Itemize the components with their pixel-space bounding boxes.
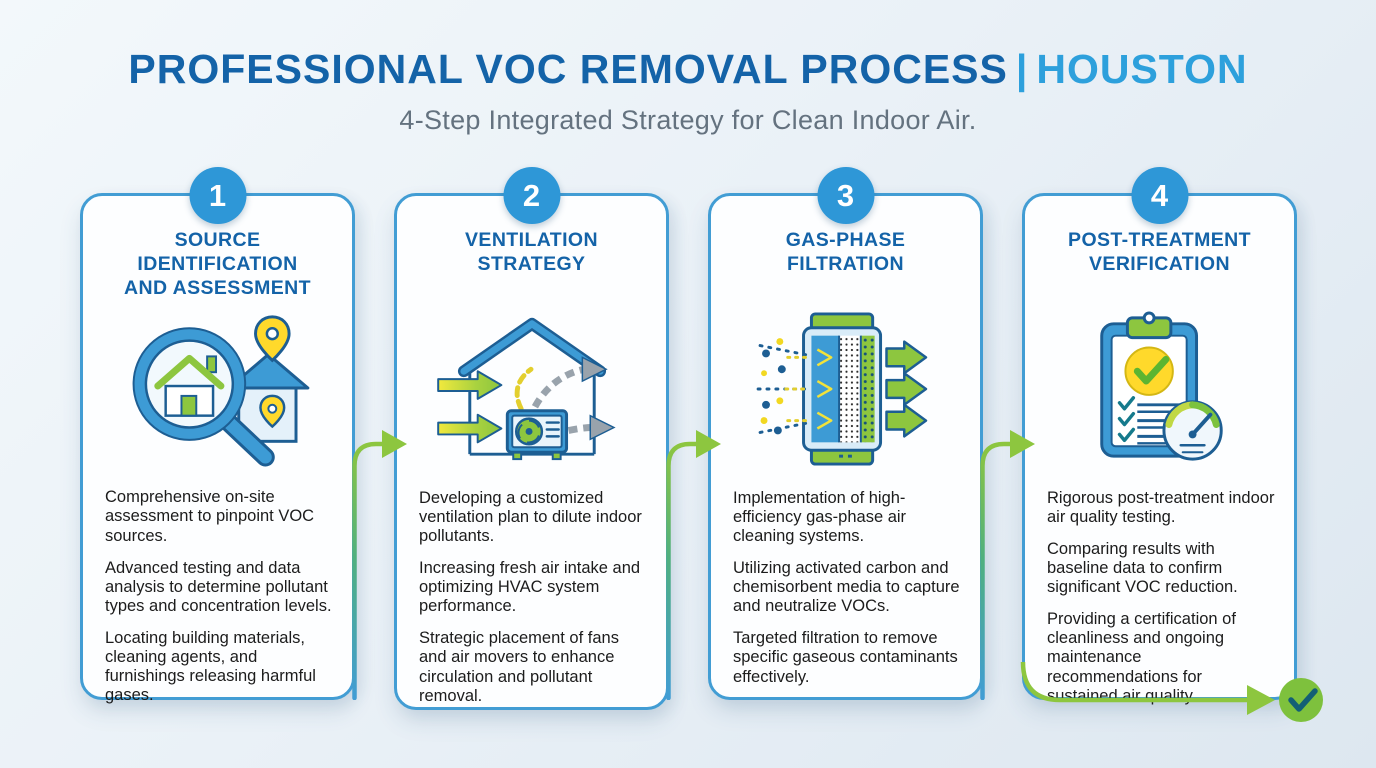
- step-number-badge-1: 1: [189, 167, 246, 224]
- step-description-2: Developing a customized ventilation plan…: [397, 489, 666, 706]
- step-paragraph: Targeted filtration to remove specific g…: [733, 629, 958, 686]
- step-title-line: IDENTIFICATION: [137, 252, 298, 275]
- clipboard-gauge-icon: [1025, 309, 1294, 469]
- check-circle-icon: [1020, 662, 1323, 722]
- step-card-2: 2 VENTILATION STRATEGY: [394, 167, 669, 710]
- step-paragraph: Strategic placement of fans and air move…: [419, 629, 619, 705]
- step-title-2: VENTILATION STRATEGY: [405, 229, 658, 277]
- step-title-line: VERIFICATION: [1089, 252, 1230, 275]
- page-title: PROFESSIONAL VOC REMOVAL PROCESS|HOUSTON: [0, 46, 1376, 93]
- title-separator: |: [1015, 46, 1029, 92]
- step-paragraph: Comparing results with baseline data to …: [1047, 539, 1238, 597]
- gas-phase-filter-icon: [711, 309, 980, 469]
- green-arrow-right-icon: [980, 430, 1035, 700]
- step-paragraph: Increasing fresh air intake and optimizi…: [419, 558, 641, 616]
- step-title-3: GAS-PHASE FILTRATION: [719, 229, 972, 277]
- step-description-1: Comprehensive on-site assessment to pinp…: [83, 488, 352, 705]
- header: PROFESSIONAL VOC REMOVAL PROCESS|HOUSTON…: [0, 46, 1376, 136]
- step-title-line: FILTRATION: [786, 252, 904, 275]
- step-card-1: 1 SOURCE IDENTIFICATION AND ASSESSMENT: [80, 167, 355, 704]
- step-title-4: POST-TREATMENT VERIFICATION: [1033, 229, 1286, 277]
- step-number-badge-2: 2: [503, 167, 560, 224]
- step-paragraph: Developing a customized ventilation plan…: [419, 488, 642, 545]
- step-title-line: SOURCE: [174, 229, 261, 251]
- title-main: PROFESSIONAL VOC REMOVAL PROCESS: [128, 46, 1008, 92]
- step-paragraph: Locating building materials, cleaning ag…: [105, 629, 316, 705]
- page-subtitle: 4-Step Integrated Strategy for Clean Ind…: [399, 105, 977, 135]
- step-paragraph: Utilizing activated carbon and chemisorb…: [733, 558, 960, 616]
- green-arrow-right-icon: [666, 430, 721, 700]
- magnifier-house-icon: [83, 308, 352, 468]
- step-paragraph: Comprehensive on-site assessment to pinp…: [105, 488, 315, 545]
- step-description-3: Implementation of high-efficiency gas-ph…: [711, 489, 980, 687]
- ventilation-house-icon: [397, 309, 666, 469]
- step-card-4: 4 POST-TREATMENT VERIFICATION: [1022, 167, 1297, 705]
- step-title-1: SOURCE IDENTIFICATION AND ASSESSMENT: [91, 229, 344, 300]
- step-title-line: STRATEGY: [477, 252, 586, 275]
- step-number-badge-4: 4: [1131, 167, 1188, 224]
- step-title-line: AND ASSESSMENT: [124, 276, 311, 299]
- step-title-line: GAS-PHASE: [785, 229, 906, 251]
- step-paragraph: Advanced testing and data analysis to de…: [105, 558, 332, 615]
- step-paragraph: Rigorous post-treatment indoor air quali…: [1047, 488, 1275, 526]
- steps-row: 1 SOURCE IDENTIFICATION AND ASSESSMENT: [80, 167, 1297, 710]
- step-paragraph: Implementation of high-efficiency gas-ph…: [733, 488, 907, 545]
- step-number-badge-3: 3: [817, 167, 874, 224]
- step-title-line: VENTILATION: [465, 229, 598, 251]
- green-arrow-right-icon: [352, 430, 407, 700]
- step-card-3: 3 GAS-PHASE FILTRATION: [708, 167, 983, 700]
- step-title-line: POST-TREATMENT: [1068, 229, 1251, 251]
- title-location: HOUSTON: [1036, 46, 1248, 92]
